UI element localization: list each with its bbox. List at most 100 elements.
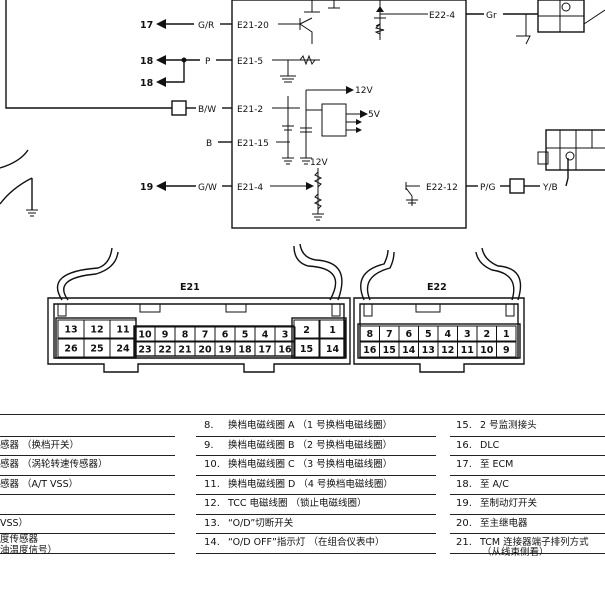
wire-e22-4: E22-4 Gr (374, 0, 605, 45)
pin-number: 17 (258, 345, 271, 356)
legend-item-number: 16. (456, 439, 472, 451)
left-curve-upper (0, 149, 29, 169)
wire-17-terminal: E21-20 (237, 21, 269, 31)
legend-top-rule (0, 414, 605, 415)
pin-cell (109, 338, 137, 358)
pin-number: 15 (383, 345, 396, 356)
legend-item-text: TCC 电磁线圈 （锁止电磁线圈） (228, 498, 367, 509)
legend-rule (196, 552, 436, 554)
e21-harness-right (293, 245, 337, 301)
e22-4-color: Gr (486, 11, 497, 21)
pin-number: 24 (116, 344, 130, 355)
pin-number: 4 (444, 329, 451, 340)
legend-item-text: “O/D”切断开关 (228, 517, 294, 529)
e21-harness-left (56, 247, 113, 301)
voltage-5v: 5V (368, 110, 381, 120)
legend-rule (196, 474, 436, 476)
legend-rule (450, 533, 605, 534)
pin-number: 8 (182, 330, 189, 341)
legend-item-number: 8. (204, 420, 214, 431)
e22-4-terminal: E22-4 (429, 11, 455, 21)
pin-number: 13 (64, 325, 77, 336)
legend-item-number: 14. (204, 537, 220, 548)
pin-number: 10 (138, 330, 152, 341)
pin-number: 1 (329, 325, 336, 336)
wire-b-color: B (206, 139, 212, 149)
pin-number: 20 (198, 345, 212, 356)
pin-number: 23 (138, 345, 151, 356)
legend-col1-text: VSS） (0, 517, 29, 529)
pin-number: 3 (464, 329, 471, 340)
pin-number: 25 (90, 344, 103, 355)
e22-12-color: P/G (480, 183, 495, 193)
legend-col1-text: 感器 （涡轮转速传感器） (0, 459, 108, 470)
wire-bw: B/W E21-2 (171, 100, 300, 116)
e22-harness-right-inner (475, 251, 515, 301)
pin-cell (109, 319, 137, 339)
legend-item-number: 15. (456, 420, 472, 431)
pin-number: 1 (503, 329, 510, 340)
legend-item-text: 至 ECM (480, 459, 514, 470)
legend-rule (0, 552, 175, 554)
pin-cell (274, 326, 296, 342)
wire-18-number: 18 (140, 56, 154, 67)
pin-cell (274, 341, 296, 357)
legend-rule (196, 533, 436, 534)
pin-number: 13 (422, 345, 435, 356)
legend-item-number: 18. (456, 478, 472, 490)
e22-12-terminal: E22-12 (426, 183, 458, 193)
legend-item-number: 12. (204, 498, 220, 509)
pin-number: 18 (238, 345, 252, 356)
legend-col1-text: 感器 （换档开关） (0, 439, 80, 451)
legend-rule (450, 552, 605, 554)
connector-e22-label: E22 (427, 282, 447, 293)
legend-item-text: 换档电磁线圈 A （1 号换档电磁线圈） (228, 420, 393, 431)
pin-cell (319, 338, 346, 358)
pin-cell (293, 338, 320, 358)
legend-item-text: 换档电磁线圈 C （3 号换档电磁线圈） (228, 459, 393, 470)
legend-rule (450, 474, 605, 476)
legend-rule (450, 455, 605, 456)
pin-number: 7 (202, 330, 209, 341)
legend-item-number: 9. (204, 439, 214, 451)
pin-cell (293, 319, 320, 339)
legend-item-text: 2 号监测接头 (480, 420, 537, 431)
wire-17-color: G/R (198, 21, 214, 31)
pin-number: 11 (461, 345, 474, 356)
pin-number: 5 (242, 330, 249, 341)
pin-number: 21 (178, 345, 191, 356)
pin-number: 5 (425, 329, 432, 340)
pin-number: 7 (386, 329, 393, 340)
voltage-12v-top: 12V (355, 86, 373, 96)
legend-rule (0, 455, 175, 456)
legend-item-text: 至 A/C (480, 478, 509, 490)
e21-harness-left-inner (63, 251, 119, 301)
pin-number: 2 (483, 329, 490, 340)
connector-e21-label: E21 (180, 282, 200, 293)
legend-item-number: 20. (456, 517, 472, 529)
legend-item-text: 至制动灯开关 (480, 498, 538, 509)
legend-col1-text: 感器 （A/T VSS） (0, 478, 79, 490)
legend-rule (450, 494, 605, 495)
legend-item-21-subtext: （从线束侧看） (482, 547, 549, 558)
tcm-box (231, 0, 467, 229)
pin-number: 9 (162, 330, 169, 341)
pin-number: 12 (441, 345, 454, 356)
pin-number: 2 (303, 325, 310, 336)
wire-18-color: P (205, 57, 211, 67)
power-regulator: 12V 5V (282, 86, 381, 165)
pin-number: 16 (363, 345, 377, 356)
legend-item-text: 换档电磁线圈 B （2 号换档电磁线圈） (228, 439, 393, 451)
legend-rule (196, 513, 436, 515)
wire-18: 18 18 P E21-5 (140, 54, 320, 89)
legend-item-number: 17. (456, 459, 472, 470)
legend-rule (0, 513, 175, 515)
e21-harness-right-inner (299, 243, 343, 301)
legend-rule (450, 513, 605, 515)
legend-rule (0, 474, 175, 476)
pin-number: 8 (366, 329, 373, 340)
legend-rule (0, 435, 175, 437)
wire-19-color: G/W (198, 183, 217, 193)
pin-number: 15 (300, 344, 313, 355)
